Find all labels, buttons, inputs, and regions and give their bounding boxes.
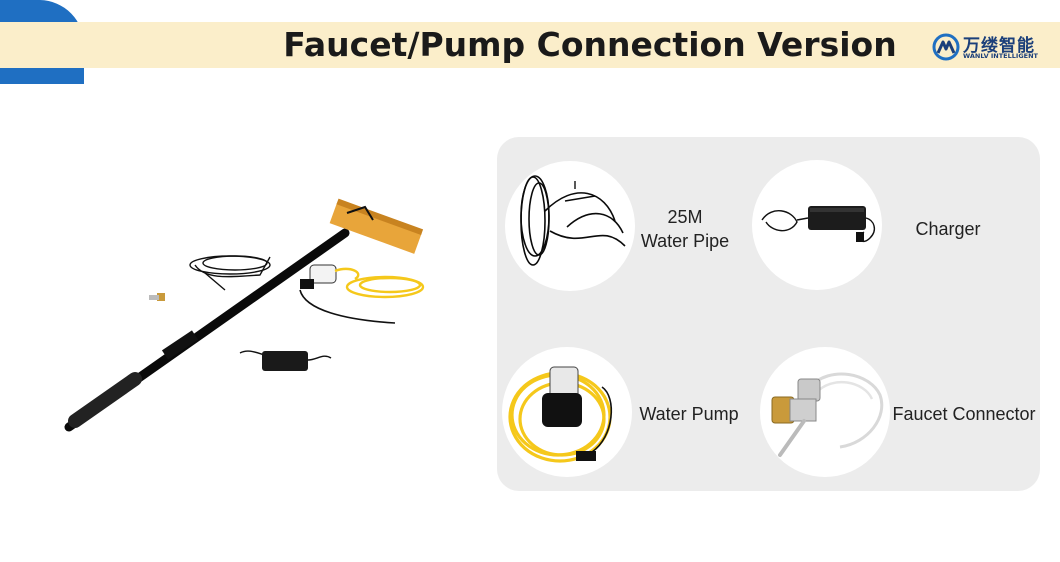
charger-label: Charger [915, 219, 981, 239]
water-pipe-label: 25M Water Pipe [636, 205, 734, 253]
faucet-connector-label: Faucet Connector [892, 404, 1036, 424]
header-band [0, 22, 1060, 68]
water-pump-label: Water Pump [639, 404, 739, 424]
page-title: Faucet/Pump Connection Version [283, 25, 897, 64]
water-pipe-length: 25M [667, 207, 703, 227]
water-pump-photo [502, 347, 632, 477]
brand-mark-icon [932, 33, 960, 61]
logo-english-text: WANLV INTELLIGENT [963, 52, 1038, 60]
product-kit-photo [64, 198, 425, 432]
logo-chinese-text: 万缕智能 [963, 36, 1035, 56]
water-pipe-photo [505, 161, 635, 291]
brand-logo: 万缕智能 WANLV INTELLIGENT [932, 31, 1042, 65]
charger-photo [752, 160, 882, 290]
water-pipe-name: Water Pipe [640, 231, 730, 251]
faucet-connector-photo [760, 347, 890, 477]
